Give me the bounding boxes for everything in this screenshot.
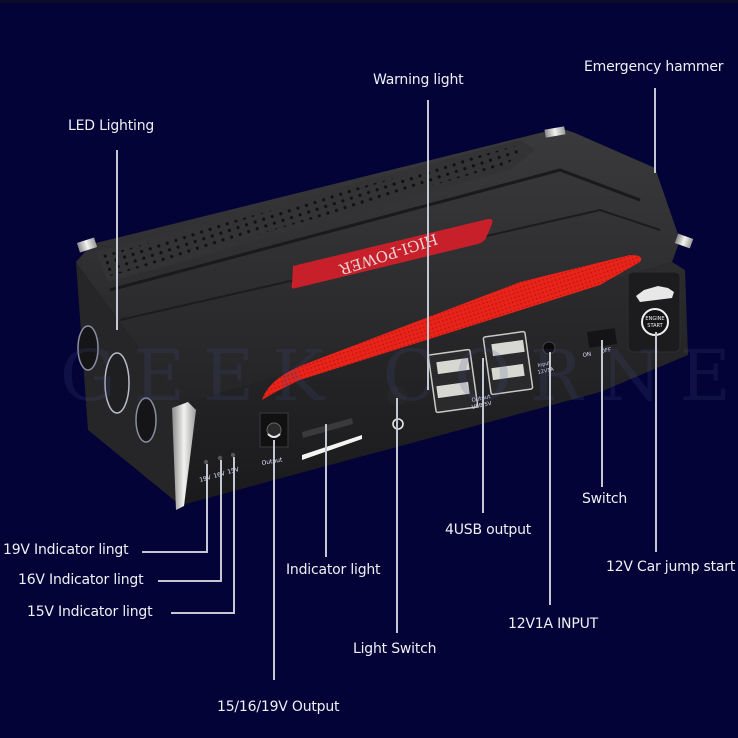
- callout-line-input: [549, 352, 551, 605]
- label-usb-output: 4USB output: [445, 522, 532, 538]
- callout-line-15v-h: [171, 612, 235, 614]
- callout-line-warning: [427, 100, 429, 390]
- label-15v-indicator: 15V Indicator lingt: [27, 604, 153, 620]
- svg-text:16V: 16V: [213, 470, 227, 480]
- label-switch: Switch: [582, 491, 628, 507]
- svg-text:START: START: [647, 323, 663, 329]
- led-lamps: [77, 325, 157, 443]
- callout-line-usb: [482, 358, 484, 513]
- label-led-lighting: LED Lighting: [68, 118, 155, 134]
- svg-text:19V: 19V: [199, 474, 213, 484]
- label-16v-indicator: 16V Indicator lingt: [18, 572, 144, 588]
- warning-light-strip: [262, 255, 642, 400]
- callout-line-dc-output: [273, 440, 275, 680]
- label-warning-light: Warning light: [373, 72, 464, 88]
- top-border: [0, 0, 738, 3]
- watermark-text: GEEK CORNE: [60, 335, 738, 417]
- callout-line-switch: [601, 340, 603, 487]
- svg-text:USB 5V: USB 5V: [471, 401, 492, 411]
- svg-text:ENGINE: ENGINE: [645, 316, 664, 322]
- svg-text:Output: Output: [261, 456, 283, 467]
- svg-text:12V1A: 12V1A: [537, 367, 555, 376]
- label-indicator-light: Indicator light: [286, 562, 381, 578]
- callout-line-16v: [220, 460, 222, 581]
- dc-input-port: Input 12V1A: [537, 341, 556, 376]
- svg-text:Input: Input: [537, 360, 551, 369]
- label-car-jump-start: 12V Car jump start: [606, 559, 736, 575]
- label-input: 12V1A INPUT: [508, 616, 598, 632]
- label-dc-output: 15/16/19V Output: [217, 699, 340, 715]
- callout-line-19v: [206, 464, 208, 552]
- engine-start-panel: ENGINE START: [627, 271, 681, 353]
- light-switch-button: [387, 386, 407, 430]
- callout-line-indicator: [325, 424, 327, 557]
- metal-corner-bumper: [172, 402, 196, 510]
- power-rocker-switch: ON OFF: [582, 328, 617, 359]
- callout-line-led: [116, 150, 118, 330]
- label-light-switch: Light Switch: [353, 641, 437, 657]
- svg-text:OFF: OFF: [600, 347, 612, 355]
- callout-line-16v-h: [158, 580, 222, 582]
- indicator-light-bar: [302, 435, 362, 460]
- usb-ports: Output USB 5V: [427, 330, 534, 414]
- callout-line-jump-start: [655, 332, 657, 552]
- svg-text:Output: Output: [471, 394, 492, 404]
- svg-text:ON: ON: [582, 352, 591, 359]
- callout-line-15v: [233, 457, 235, 613]
- callout-line-light-switch: [396, 398, 398, 633]
- callout-line-19v-h: [142, 551, 208, 553]
- callout-line-hammer: [654, 88, 656, 173]
- label-19v-indicator: 19V Indicator lingt: [3, 542, 129, 558]
- label-emergency-hammer: Emergency hammer: [584, 59, 724, 75]
